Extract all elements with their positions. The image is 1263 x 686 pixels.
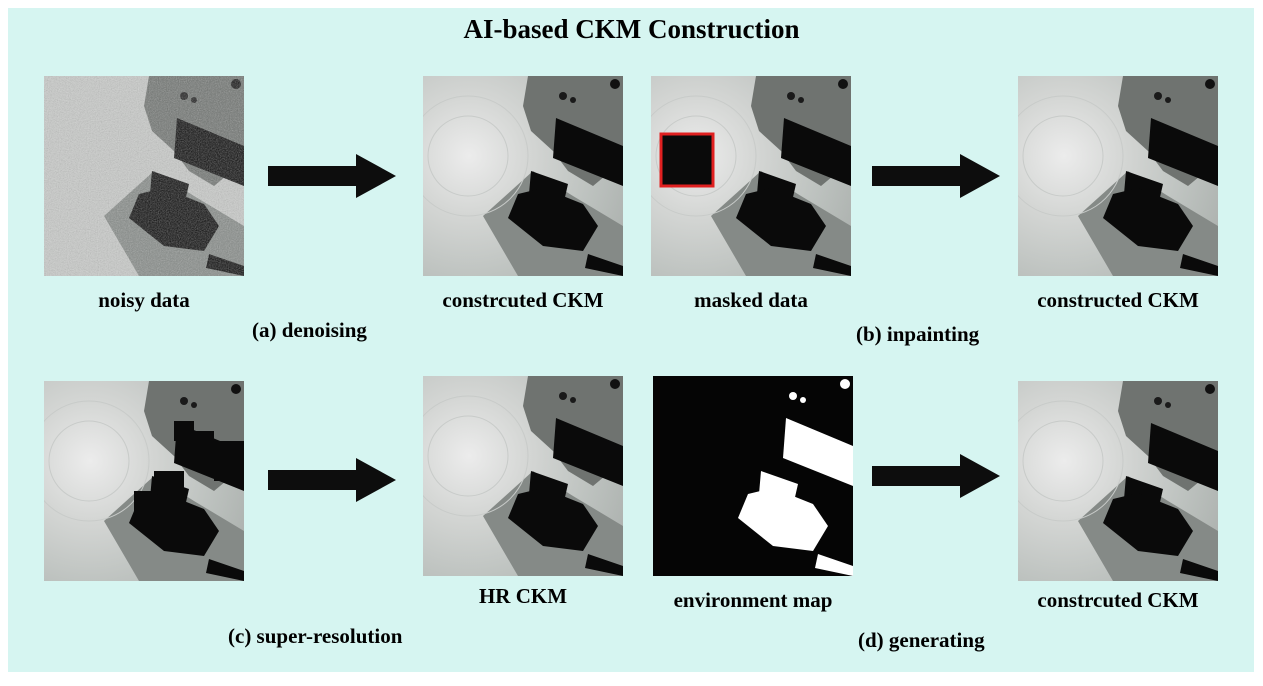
arrow-icon (872, 154, 1000, 198)
caption-denoising: (a) denoising (252, 318, 367, 342)
hr-ckm-image (423, 376, 623, 576)
noisy-data-image (44, 76, 244, 276)
low-resolution-ckm-image (44, 381, 244, 581)
diagram-title: AI-based CKM Construction (463, 14, 800, 44)
arrow-icon (268, 458, 396, 502)
caption-super-resolution: (c) super-resolution (228, 624, 403, 648)
caption-generating: (d) generating (858, 628, 985, 652)
constructed-ckm-label-a: constrcuted CKM (442, 288, 604, 312)
constructed-ckm-label-b: constructed CKM (1037, 288, 1199, 312)
constructed-ckm-image-d (1018, 381, 1218, 581)
environment-map-image (653, 376, 853, 576)
constructed-ckm-image-b (1018, 76, 1218, 276)
constructed-ckm-image-a (423, 76, 623, 276)
arrow-icon (268, 154, 396, 198)
masked-data-image (651, 76, 851, 276)
constructed-ckm-label-d: constrcuted CKM (1037, 588, 1199, 612)
caption-inpainting: (b) inpainting (856, 322, 980, 346)
masked-data-label: masked data (694, 288, 808, 312)
hr-ckm-label: HR CKM (478, 584, 568, 608)
noisy-data-label: noisy data (98, 288, 190, 312)
environment-map-label: environment map (673, 588, 833, 612)
arrow-icon (872, 454, 1000, 498)
